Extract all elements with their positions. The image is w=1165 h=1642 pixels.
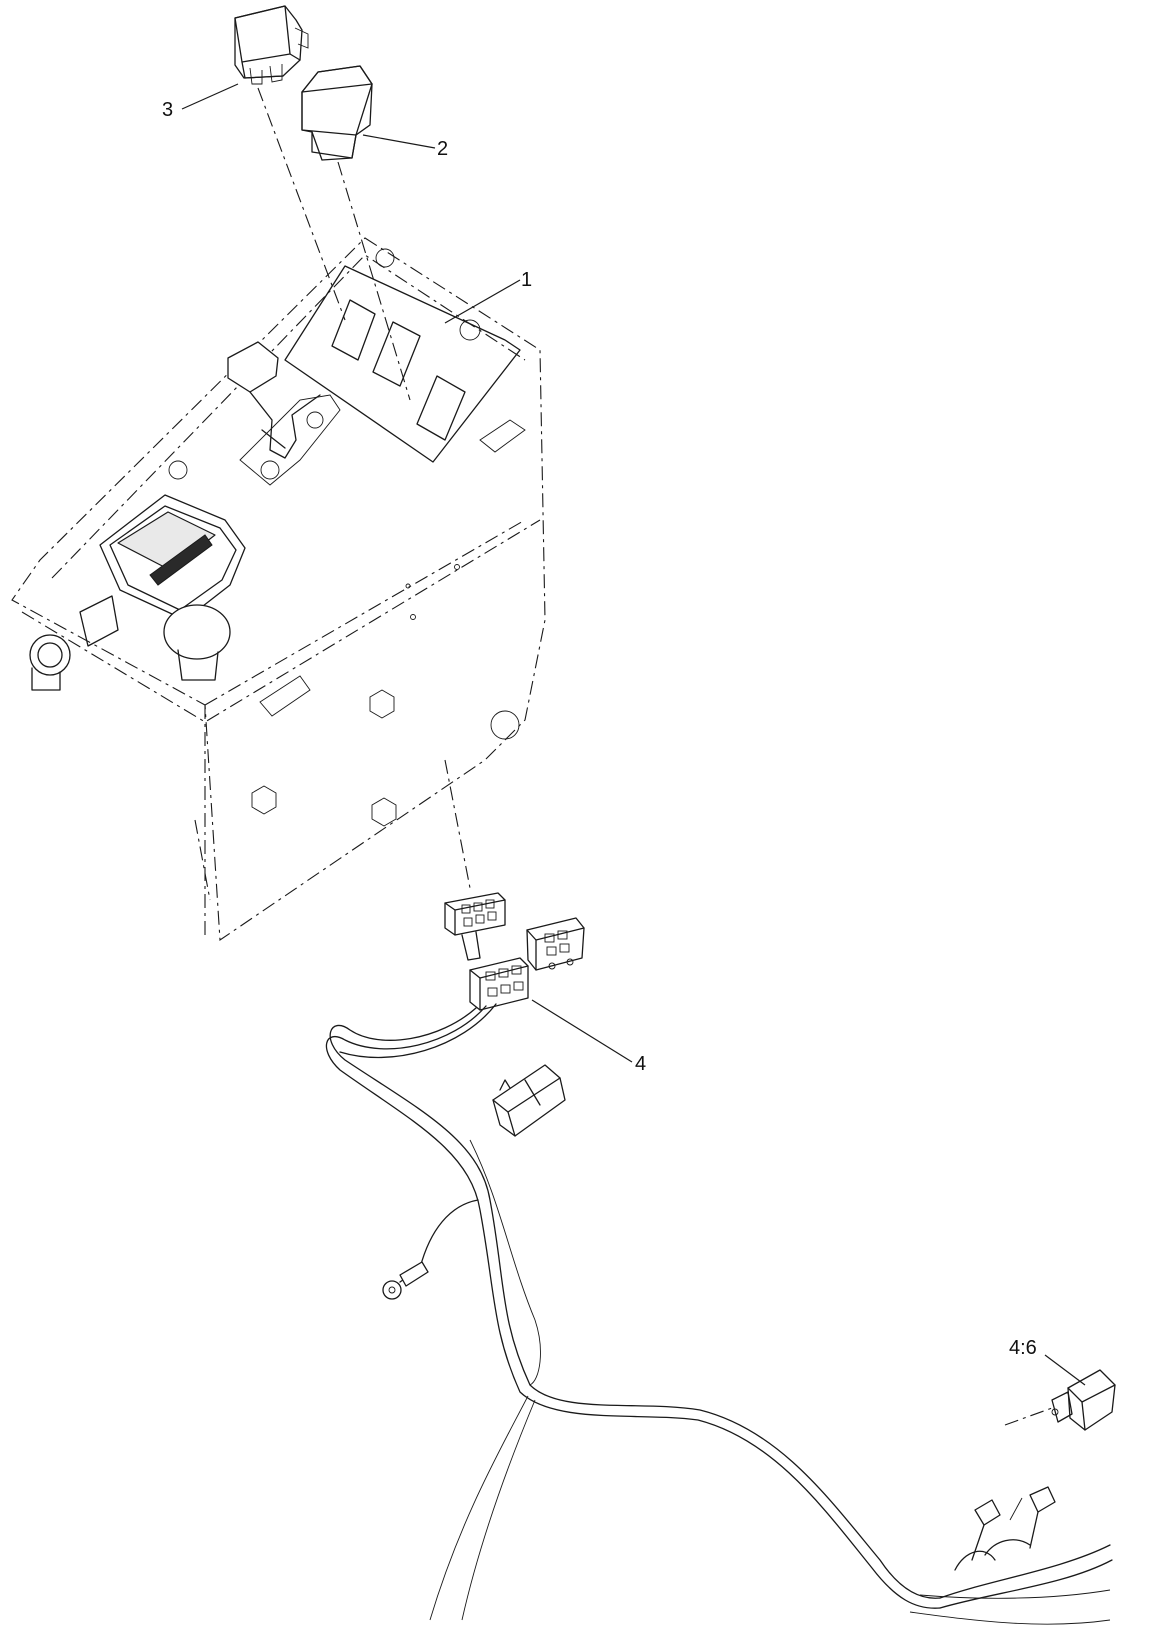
callout-leaders xyxy=(181,83,1086,1386)
inline-connector xyxy=(492,1064,566,1137)
control-panel-housing xyxy=(11,237,546,941)
callout-1: 1 xyxy=(521,269,532,291)
callout-3: 3 xyxy=(162,99,173,121)
assembly-alignment-lines xyxy=(257,87,1053,1426)
ignition-key-switch xyxy=(29,595,119,691)
harness-connector-upper xyxy=(444,892,506,961)
throttle-lever xyxy=(227,341,341,486)
connector-part-4-6 xyxy=(1051,1369,1116,1431)
callout-2: 2 xyxy=(437,138,448,160)
switch-panel-decal xyxy=(284,265,521,463)
harness-connector-lower xyxy=(469,957,529,1011)
callout-4: 4 xyxy=(635,1053,646,1075)
callout-4-6: 4:6 xyxy=(1009,1337,1037,1359)
ground-ring-terminal xyxy=(382,1199,479,1300)
rocker-switch-part-3 xyxy=(234,5,309,85)
bundle-end-terminals xyxy=(954,1486,1056,1571)
rocker-switch-part-2 xyxy=(301,65,373,161)
harness-connector-right xyxy=(526,917,585,971)
choke-knob xyxy=(163,604,231,681)
wire-harness-bundle xyxy=(325,1003,1113,1625)
display-module xyxy=(99,494,246,621)
